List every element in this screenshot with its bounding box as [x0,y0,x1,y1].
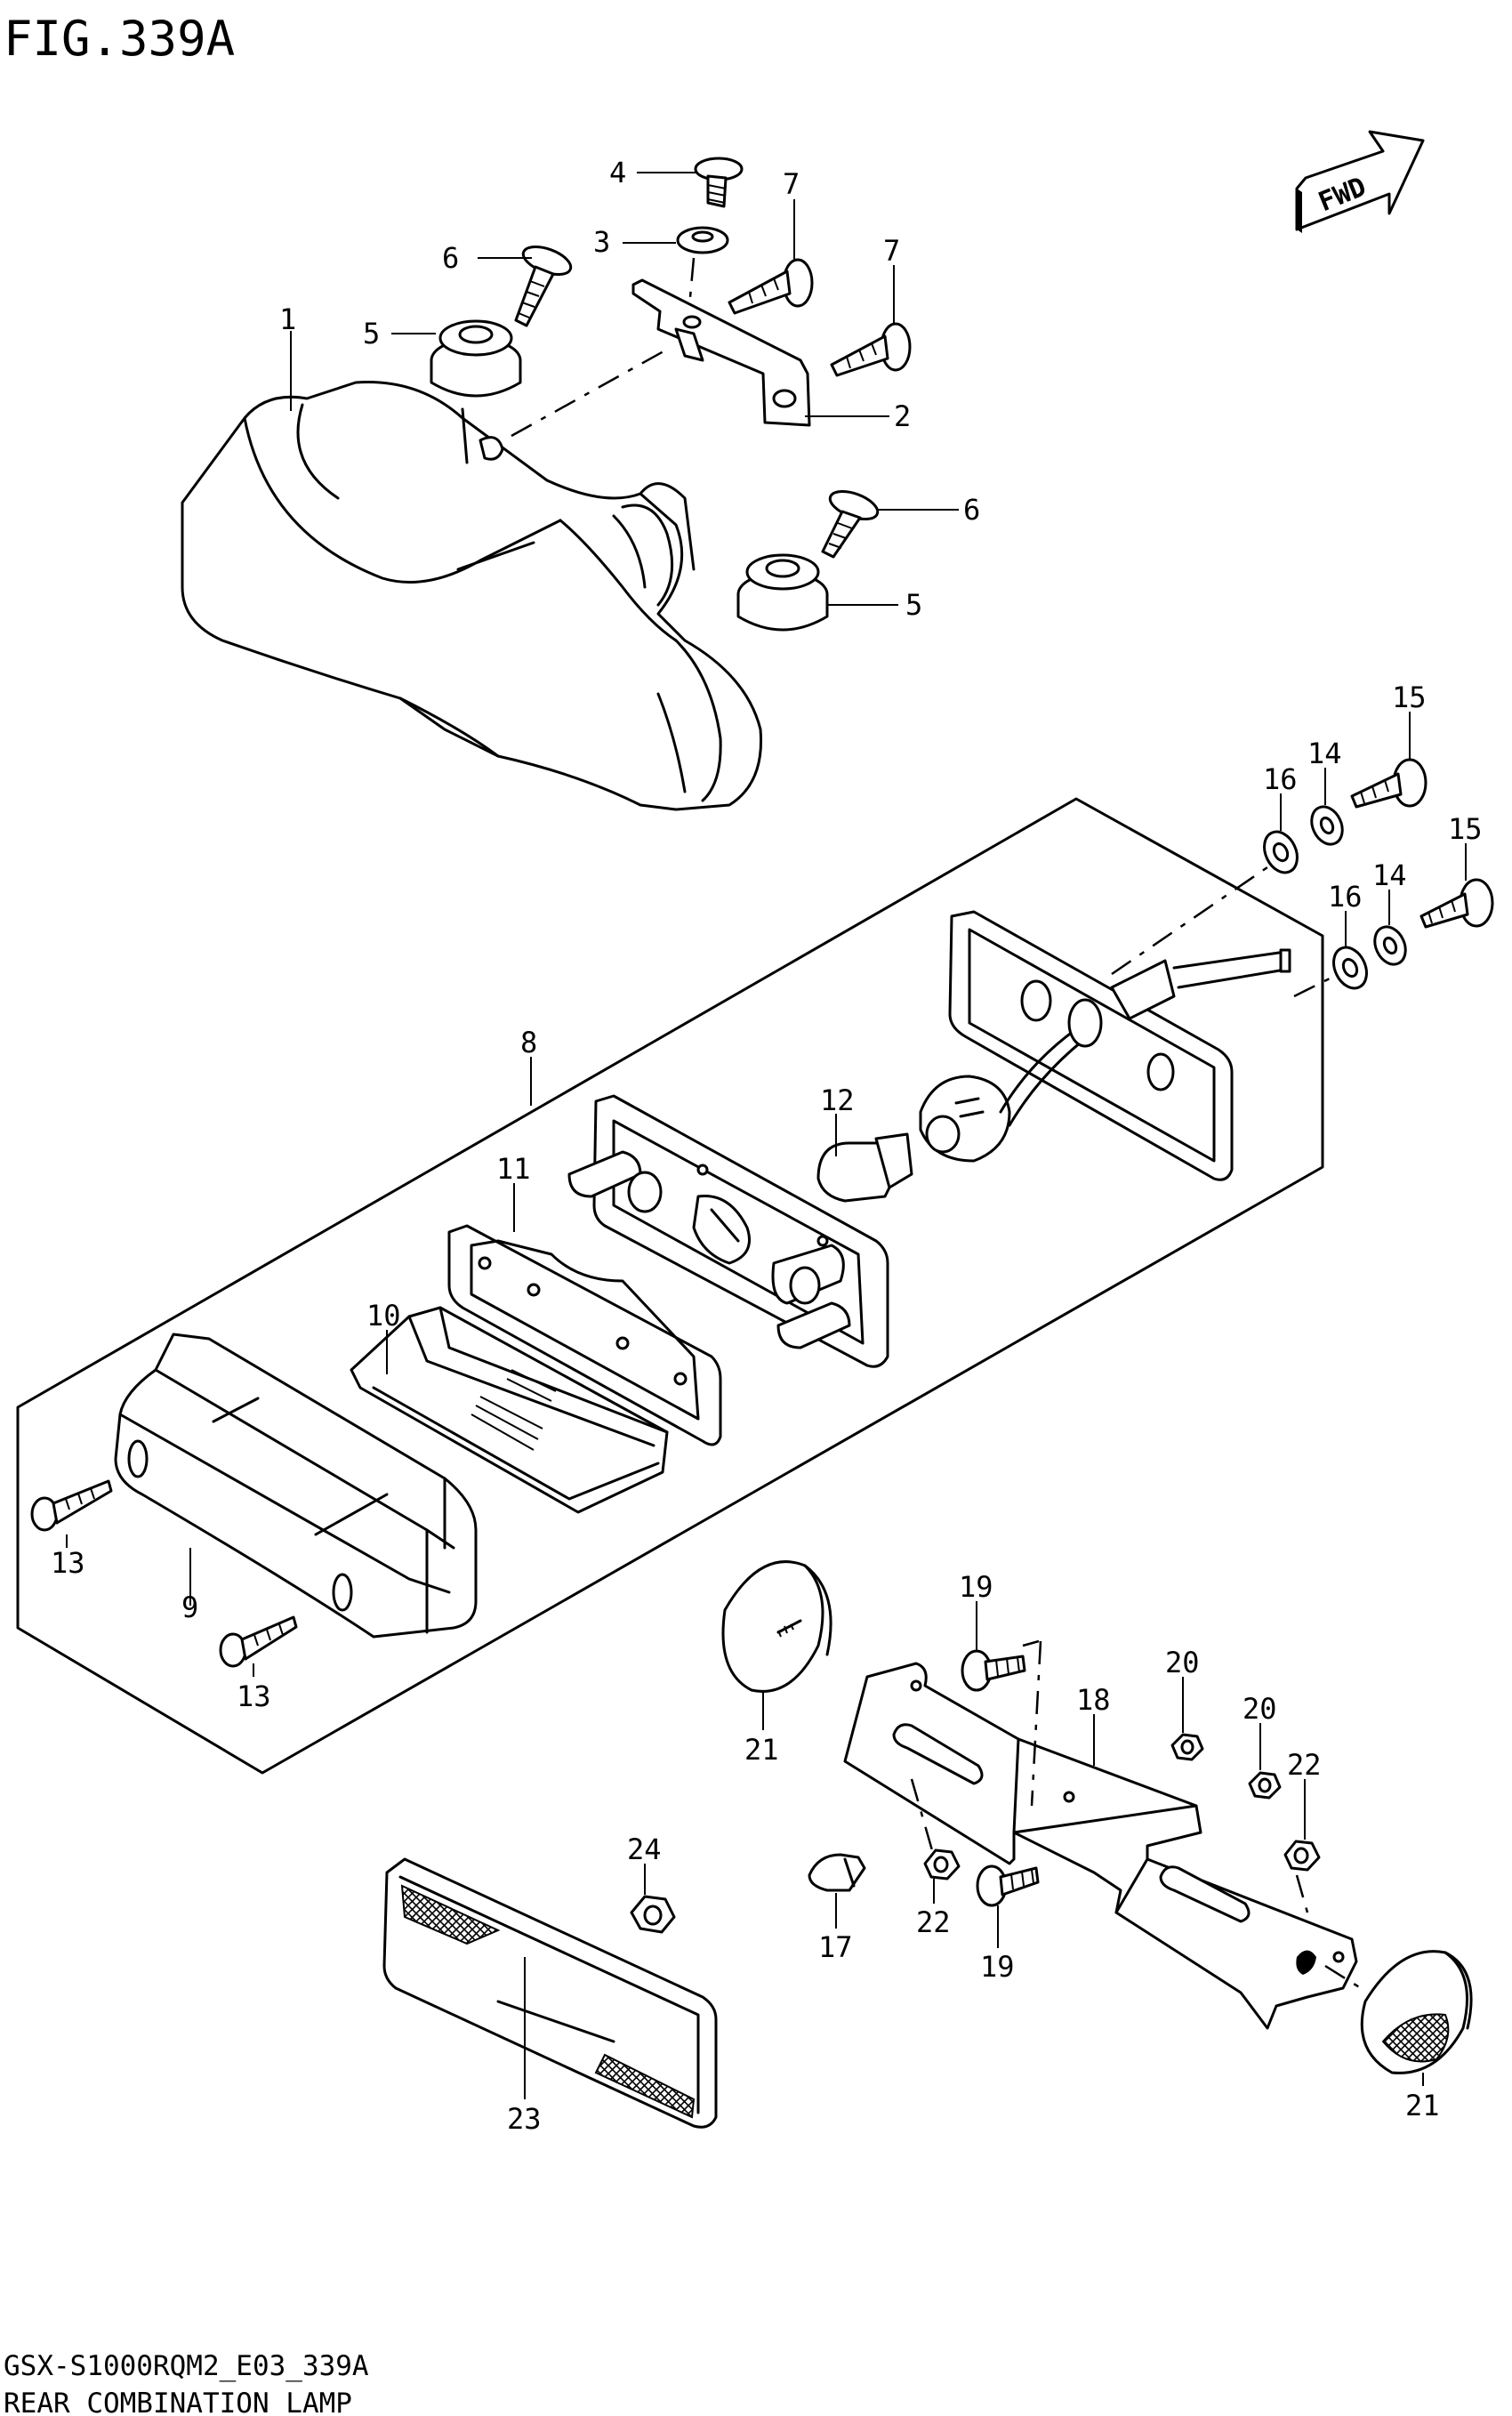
callout-18: 18 [1076,1683,1111,1717]
part-15a-screw [1350,758,1428,809]
callout-2: 2 [894,399,911,433]
part-22a-nut [923,1848,961,1880]
fwd-arrow-icon: FWD [1295,130,1425,233]
callout-7a: 7 [783,167,800,201]
callout-23: 23 [507,2102,542,2136]
callout-21a: 21 [744,1733,779,1767]
part-21b-round-reflector [1360,1950,1473,2074]
part-23-rear-reflector [382,1857,718,2129]
callout-15b: 15 [1448,812,1483,846]
callout-13b: 13 [237,1679,271,1713]
section-name: REAR COMBINATION LAMP [4,2388,352,2416]
part-20a-nut [1170,1733,1204,1761]
callout-1: 1 [279,302,296,336]
callout-19b: 19 [980,1950,1015,1984]
callout-13a: 13 [51,1546,85,1580]
callout-22b: 22 [1287,1748,1322,1782]
part-24-nut [630,1895,676,1934]
part-6b-screw [821,489,880,559]
callout-22a: 22 [916,1905,951,1939]
part-18-bracket [843,1662,1358,2030]
part-13b-screw [219,1615,298,1668]
part-15b-screw [1420,878,1494,929]
part-11-gasket [447,1224,722,1446]
callout-17: 17 [818,1930,853,1964]
part-22b-nut [1283,1840,1321,1872]
part-8-base-plate [948,910,1291,1181]
part-13a-screw [30,1479,113,1532]
callout-20b: 20 [1243,1692,1277,1726]
callout-16a: 16 [1263,762,1298,796]
assembly-lines [511,257,1362,1990]
part-12-bulb [816,1132,913,1203]
part-1-lamp-housing [181,381,763,811]
callout-9: 9 [181,1591,198,1624]
callout-8: 8 [520,1026,537,1059]
figure-title: FIG.339A [4,11,235,67]
part-3-washer [676,226,729,254]
part-14b-washer [1373,925,1407,966]
part-4-screw [694,157,744,208]
callout-24: 24 [627,1832,662,1866]
leader-lines [66,172,1467,2099]
callout-19a: 19 [959,1570,993,1604]
callout-16b: 16 [1328,880,1363,914]
part-8-bulb-socket [919,1075,1011,1163]
callout-6a: 6 [442,241,459,275]
part-16b-washer [1332,946,1368,990]
part-14a-washer [1310,805,1344,846]
callout-14a: 14 [1307,737,1342,770]
callout-11: 11 [496,1152,531,1186]
part-17-bulb [808,1853,866,1892]
part-7a-screw [728,258,814,315]
callout-10: 10 [366,1299,401,1333]
part-21a-round-reflector [721,1560,832,1693]
callout-5a: 5 [363,317,380,350]
callout-20a: 20 [1165,1646,1200,1679]
part-19b-screw [976,1864,1040,1907]
callout-labels: 1 2 3 4 5 5 6 6 7 7 8 9 10 11 12 13 13 1… [51,156,1483,2136]
callout-3: 3 [593,225,610,259]
callout-5b: 5 [905,588,922,622]
part-10-reflector [350,1306,669,1514]
part-16a-washer [1263,830,1299,874]
part-2-bracket [631,278,811,427]
part-5a-grommet [430,319,522,398]
part-19a-screw [961,1649,1026,1692]
callout-6b: 6 [963,493,980,527]
model-code: GSX-S1000RQM2_E03_339A [4,2350,369,2382]
callout-14b: 14 [1372,858,1407,892]
callout-4: 4 [609,156,626,189]
part-8-socket-panel [567,1094,889,1368]
callout-21b: 21 [1405,2089,1440,2122]
callout-12: 12 [820,1083,855,1117]
part-5b-grommet [736,553,829,632]
callout-7b: 7 [883,234,900,268]
part-20b-nut [1248,1771,1282,1800]
part-8-assembly-outline [16,797,1324,1775]
part-6a-screw [514,245,573,327]
part-7b-screw [830,322,912,377]
part-9-lens [114,1333,478,1639]
callout-15a: 15 [1392,681,1427,714]
